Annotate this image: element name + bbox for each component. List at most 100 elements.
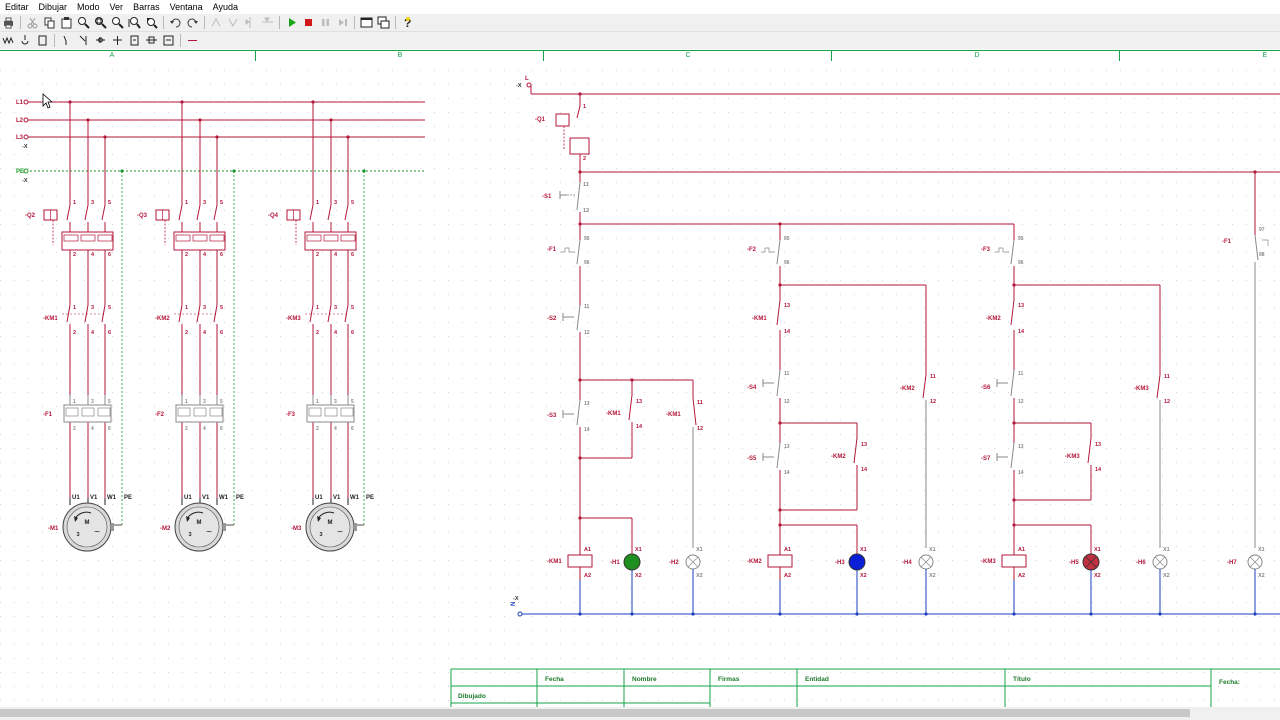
- help-icon[interactable]: ?: [400, 15, 415, 30]
- label-s: -S3: [547, 413, 557, 419]
- tool-11-icon[interactable]: [185, 33, 200, 48]
- tool-1-icon[interactable]: [1, 33, 16, 48]
- pole-label: 6: [108, 330, 111, 336]
- pole-label: 3: [91, 200, 94, 206]
- zoom-prev-icon[interactable]: [144, 15, 159, 30]
- num: X1: [929, 547, 936, 553]
- num: 13: [636, 399, 642, 405]
- num: 14: [784, 470, 790, 476]
- bus-label-l1: L1: [16, 100, 24, 106]
- bus-terminal: [23, 168, 29, 174]
- terminal-label: PE: [124, 495, 132, 501]
- num: 11: [584, 304, 590, 310]
- label-km-aux: -KM3: [1134, 386, 1149, 392]
- label-x: -X: [22, 178, 28, 184]
- zoom-window-icon[interactable]: [76, 15, 91, 30]
- contactor-contact: [196, 304, 201, 323]
- pole-label: 3: [334, 200, 337, 206]
- thermal-icon: [995, 247, 1009, 253]
- menu-editar[interactable]: Editar: [5, 2, 29, 12]
- zoom-all-icon[interactable]: [93, 15, 108, 30]
- pushbutton-icon: [996, 379, 1008, 387]
- paste-icon[interactable]: [59, 15, 74, 30]
- step-icon[interactable]: [335, 15, 350, 30]
- num: 14: [784, 329, 791, 335]
- tool-9-icon[interactable]: [144, 33, 159, 48]
- num: 96: [1018, 260, 1024, 266]
- tool-2-icon[interactable]: [18, 33, 33, 48]
- pole-label: 4: [91, 330, 95, 336]
- num: 11: [1164, 374, 1170, 380]
- menu-ventana[interactable]: Ventana: [169, 2, 203, 12]
- motor-phase: 3: [76, 532, 79, 538]
- play-icon[interactable]: [284, 15, 299, 30]
- pole-label: 2: [185, 252, 188, 258]
- menu-modo[interactable]: Modo: [77, 2, 100, 12]
- pole-label: 1: [185, 399, 188, 405]
- label-l: L: [525, 76, 529, 82]
- pe-junction: [362, 169, 366, 173]
- window-2-icon[interactable]: [376, 15, 391, 30]
- num: A2: [584, 573, 591, 579]
- terminal-label: W1: [219, 495, 229, 501]
- contactor-contact: [101, 304, 106, 323]
- undo-icon[interactable]: [168, 15, 183, 30]
- bus-terminal: [23, 134, 29, 140]
- label-n: N: [511, 602, 517, 606]
- mirror-v-icon[interactable]: [260, 15, 275, 30]
- stop-icon[interactable]: [301, 15, 316, 30]
- thermal-icon: [1262, 239, 1269, 246]
- motor-m: M: [197, 520, 202, 526]
- pole-label: 1: [316, 200, 319, 206]
- rotate-left-icon[interactable]: [209, 15, 224, 30]
- window-1-icon[interactable]: [359, 15, 374, 30]
- contactor-contact: [327, 304, 332, 323]
- rotate-right-icon[interactable]: [226, 15, 241, 30]
- tool-4-icon[interactable]: [59, 33, 74, 48]
- breaker-contact: [101, 204, 106, 221]
- tool-5-icon[interactable]: [76, 33, 91, 48]
- tool-7-icon[interactable]: [110, 33, 125, 48]
- motor-m: M: [328, 520, 333, 526]
- pole-label: 1: [185, 305, 188, 311]
- ruler-column-a: A: [109, 52, 115, 59]
- num: X2: [635, 573, 642, 579]
- mirror-h-icon[interactable]: [243, 15, 258, 30]
- horizontal-scrollbar[interactable]: [0, 707, 1280, 720]
- tool-3-icon[interactable]: [35, 33, 50, 48]
- relay-label: -F2: [155, 412, 165, 418]
- pause-icon[interactable]: [318, 15, 333, 30]
- pole-label: 3: [91, 399, 94, 405]
- pole-label: 1: [73, 399, 76, 405]
- zoom-page-icon[interactable]: [127, 15, 142, 30]
- pole-label: 1: [73, 305, 76, 311]
- redo-icon[interactable]: [185, 15, 200, 30]
- copy-icon[interactable]: [42, 15, 57, 30]
- scrollbar-thumb[interactable]: [0, 709, 1190, 717]
- tool-10-icon[interactable]: [161, 33, 176, 48]
- print-icon[interactable]: [1, 15, 16, 30]
- menu-dibujar[interactable]: Dibujar: [38, 2, 68, 12]
- cut-icon[interactable]: [25, 15, 40, 30]
- menu-ver[interactable]: Ver: [109, 2, 124, 12]
- breaker-contact: [309, 204, 314, 221]
- ruler-column-c: C: [685, 52, 691, 59]
- label-coil: -KM2: [747, 559, 762, 565]
- terminal-label: PE: [366, 495, 374, 501]
- pole-label: 6: [351, 426, 354, 432]
- zoom-icon[interactable]: [110, 15, 125, 30]
- km-interlock-contact: [776, 299, 781, 326]
- label-f: -F2: [747, 247, 757, 253]
- num: X2: [929, 573, 936, 579]
- menu-ayuda[interactable]: Ayuda: [212, 2, 238, 12]
- menu-barras[interactable]: Barras: [133, 2, 160, 12]
- schematic-canvas[interactable]: L1L2L3PE-X-X121212U1343434V1565656W1-Q2-…: [0, 61, 1280, 707]
- thermal-contact: [1010, 239, 1015, 265]
- ruler-column-d: D: [974, 52, 980, 59]
- tool-8-icon[interactable]: [127, 33, 142, 48]
- num: X2: [860, 573, 867, 579]
- tb-dibujado: Dibujado: [458, 693, 486, 700]
- relay-body: [63, 404, 112, 423]
- label-coil: -KM3: [981, 559, 996, 565]
- tool-6-icon[interactable]: [93, 33, 108, 48]
